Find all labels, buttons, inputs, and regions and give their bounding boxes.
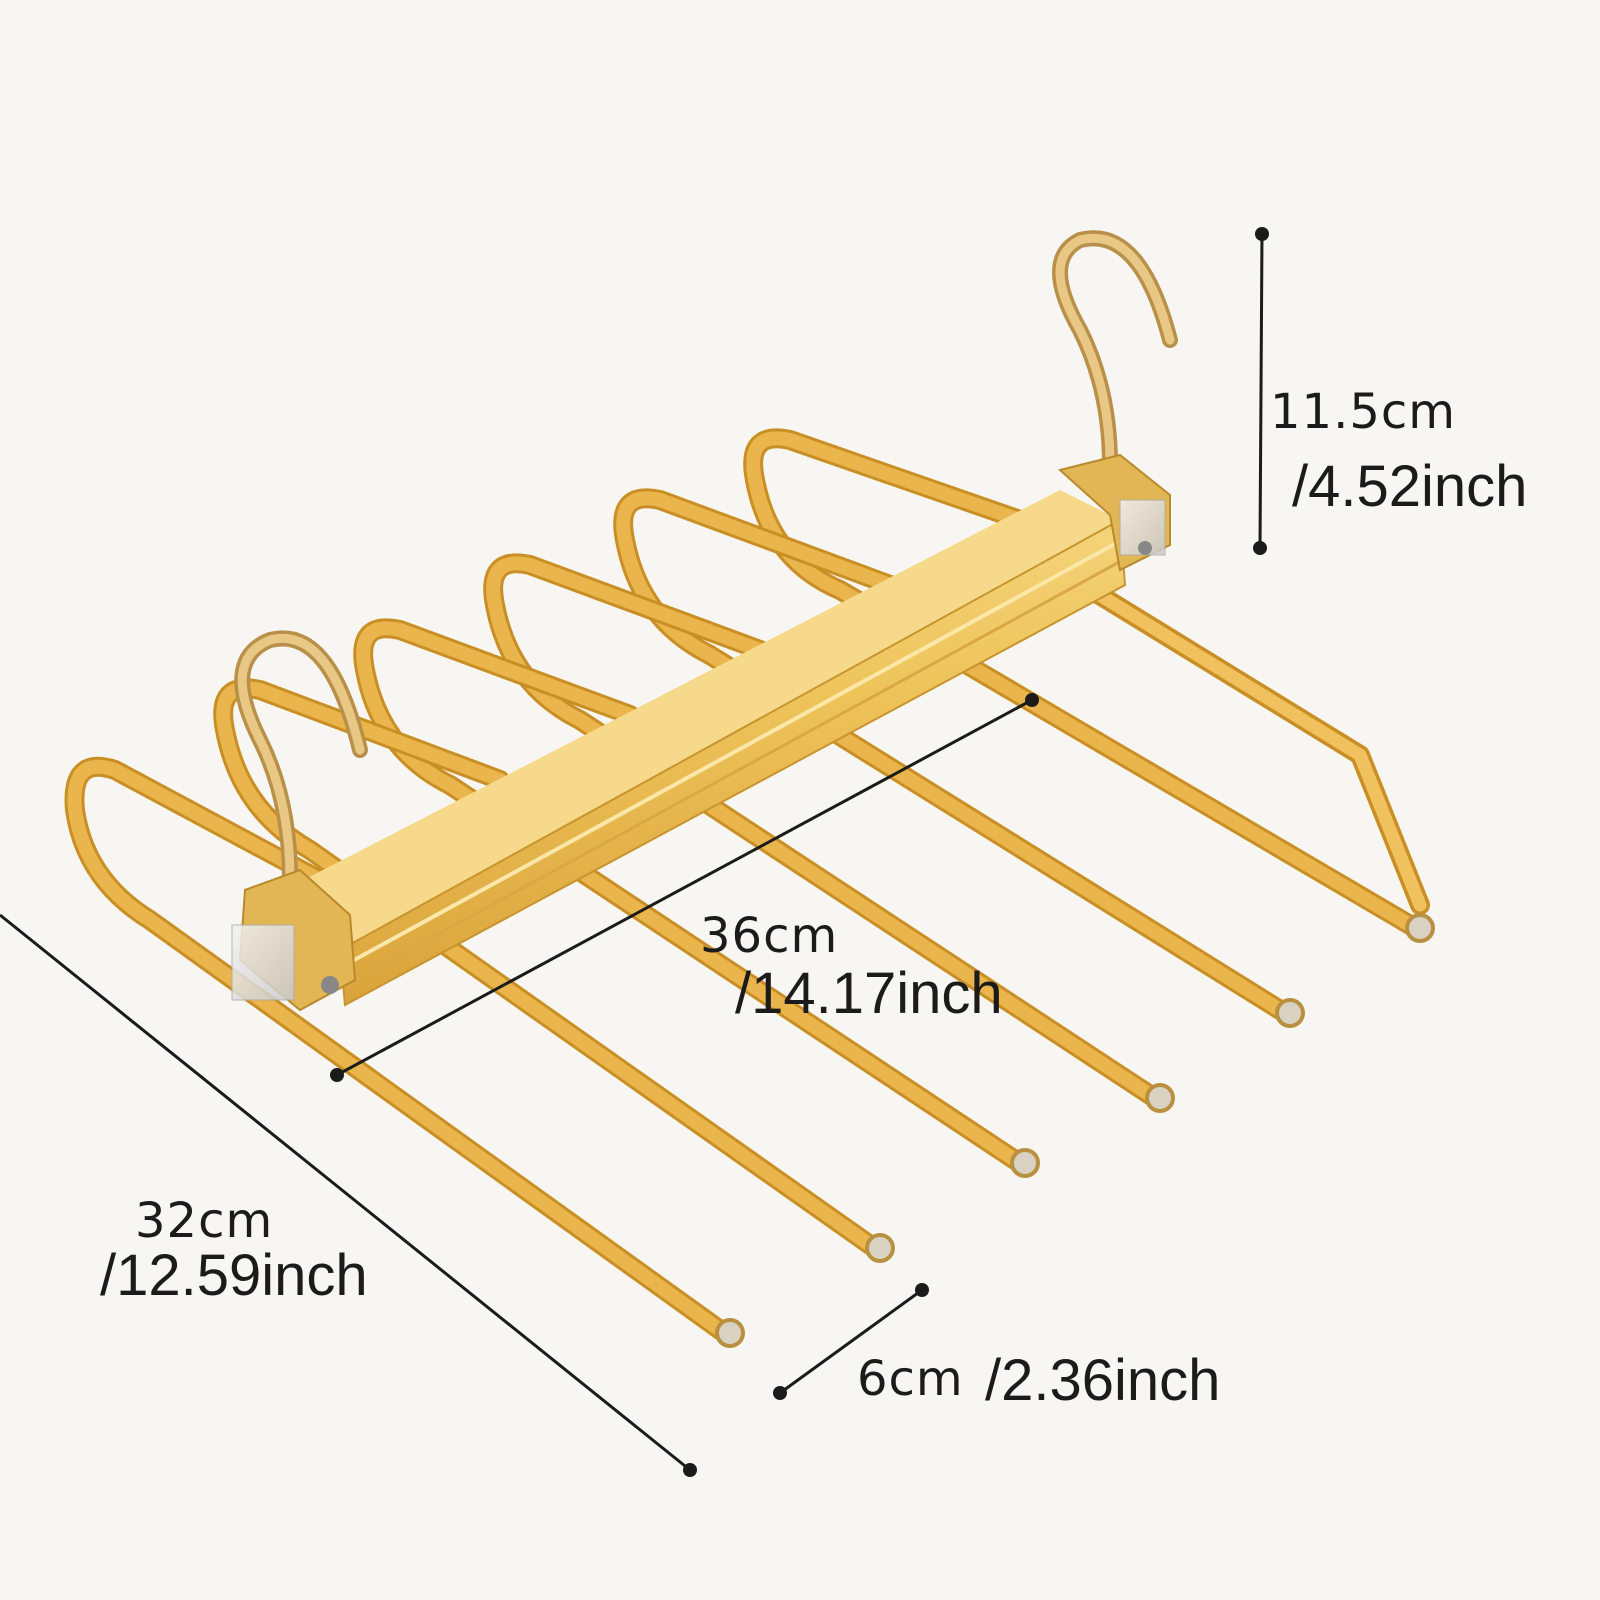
dimension-line-spacing — [773, 1283, 929, 1400]
hanger-loop-1 — [64, 756, 730, 1340]
height-inch-label: /4.52inch — [1292, 454, 1528, 519]
hanger-loop-6 — [743, 428, 1430, 935]
dimension-line-width — [330, 693, 1039, 1082]
depth-cm-label: 32cm — [135, 1193, 274, 1249]
hanger-loop-4 — [483, 553, 1160, 1105]
width-cm-label: 36cm — [700, 908, 839, 964]
main-bar — [255, 490, 1127, 1007]
end-cap-left — [231, 868, 357, 1012]
dimension-line-height — [1253, 227, 1269, 555]
hook-left — [234, 630, 368, 888]
rubber-tips — [715, 913, 1435, 1348]
dimension-line-depth — [0, 913, 697, 1477]
width-inch-label: /14.17inch — [735, 961, 1003, 1026]
hanger-loop-5 — [613, 488, 1290, 1020]
height-cm-label: 11.5cm — [1270, 384, 1457, 440]
end-cap-right — [1057, 453, 1171, 572]
spacing-inch-label: /2.36inch — [985, 1348, 1221, 1413]
spacing-cm-label: 6cm — [857, 1351, 964, 1407]
hanger-loop-3 — [353, 618, 1025, 1170]
depth-inch-label: /12.59inch — [100, 1243, 368, 1308]
hook-right — [1052, 230, 1178, 473]
